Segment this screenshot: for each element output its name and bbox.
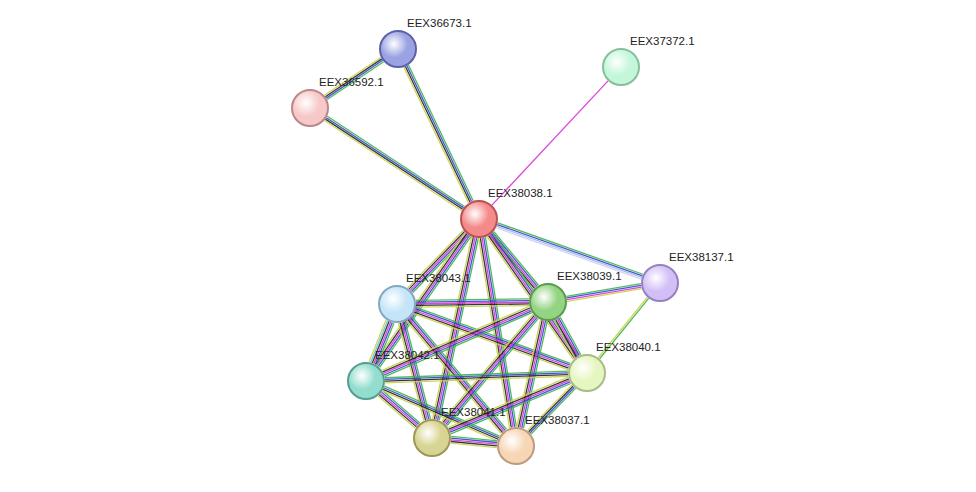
evidence-line [327,116,464,206]
evidence-line [554,320,575,358]
node-label: EEX36673.1 [407,16,472,30]
node-label: EEX37372.1 [630,34,695,48]
evidence-line [567,287,642,300]
interaction-edge [451,436,498,447]
node-label: EEX38039.1 [557,269,622,283]
evidence-line [531,388,576,434]
evidence-line [567,285,642,298]
node-label: EEX38042.1 [375,348,440,362]
evidence-line [416,304,529,306]
evidence-line [559,318,580,356]
evidence-line [492,81,608,205]
protein-node: EEX38037.1 [497,427,535,465]
evidence-line [405,67,470,203]
evidence-line [416,301,529,303]
protein-node: EEX36592.1 [291,89,329,127]
evidence-line [566,284,641,297]
node-label: EEX36592.1 [319,75,384,89]
evidence-line [557,319,578,357]
evidence-line [491,234,536,288]
interaction-edge [404,65,473,203]
evidence-line [485,237,516,426]
interaction-edge [385,371,568,383]
interaction-edge [566,284,641,302]
evidence-line [556,319,577,357]
evidence-line [416,302,529,304]
evidence-line [490,235,535,289]
node-label: EEX38038.1 [488,186,553,200]
evidence-line [416,306,529,308]
evidence-line [497,225,642,276]
protein-node: EEX38039.1 [529,283,567,321]
protein-node: EEX38137.1 [641,264,679,302]
node-label: EEX38137.1 [669,250,734,264]
interaction-edge [324,116,464,210]
evidence-line [324,121,461,211]
evidence-line [325,119,462,209]
interaction-edge [492,81,608,205]
node-label: EEX38041.1 [441,405,506,419]
protein-node: EEX37372.1 [602,48,640,86]
interaction-edge [554,317,581,358]
protein-node: EEX36673.1 [379,30,417,68]
evidence-line [326,118,463,208]
evidence-line [404,67,469,203]
evidence-line [530,387,575,433]
node-label: EEX38037.1 [525,413,590,427]
interaction-edge [416,299,529,307]
protein-node: EEX38038.1 [460,200,498,238]
evidence-line [492,233,537,287]
interaction-edge [527,385,575,434]
evidence-line [498,223,643,274]
evidence-line [385,376,568,383]
protein-node: EEX38042.1 [347,362,385,400]
evidence-line [416,299,529,301]
evidence-line [451,443,497,447]
protein-node: EEX38043.1 [378,285,416,323]
evidence-line [567,289,642,302]
node-label: EEX38043.1 [406,271,471,285]
protein-node: EEX38041.1 [413,419,451,457]
protein-node: EEX38040.1 [568,354,606,392]
node-label: EEX38040.1 [596,340,661,354]
